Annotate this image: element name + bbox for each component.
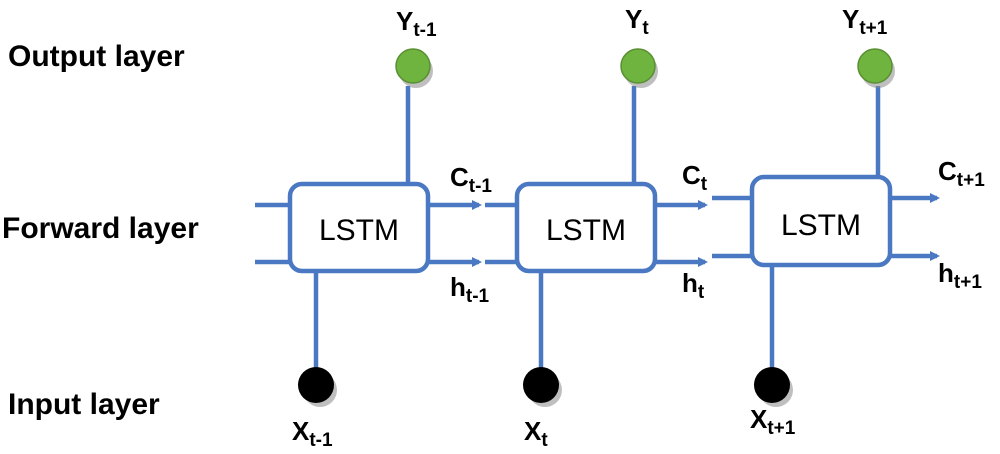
c-label-2: Ct <box>682 160 708 195</box>
lstm-box-3 <box>749 174 893 268</box>
h-label-2: ht <box>682 268 705 303</box>
y-label-2: Yt <box>625 4 649 39</box>
lstm-box-1 <box>287 181 431 274</box>
h-label-3: ht+1 <box>938 258 982 293</box>
x-label-1: Xt-1 <box>292 416 333 451</box>
lstm-cell-1: LSTM Yt-1 Xt-1 Ct-1 ht-1 <box>287 6 492 451</box>
forward-layer-label: Forward layer <box>2 212 199 245</box>
y-label-1: Yt-1 <box>396 6 437 41</box>
input-layer-label: Input layer <box>8 388 160 421</box>
output-node-1 <box>395 48 431 84</box>
lstm-label-3: LSTM <box>781 209 861 242</box>
output-node-2 <box>620 48 656 84</box>
x-label-2: Xt <box>524 416 548 451</box>
lstm-label-2: LSTM <box>546 214 626 247</box>
c-label-1: Ct-1 <box>450 162 492 197</box>
input-node-1 <box>298 367 334 403</box>
input-node-3 <box>754 367 790 403</box>
output-layer-label: Output layer <box>8 40 185 73</box>
y-label-3: Yt+1 <box>842 4 888 39</box>
h-label-1: ht-1 <box>450 272 490 307</box>
lstm-box-2 <box>514 181 658 274</box>
lstm-cell-3: LSTM Yt+1 Xt+1 Ct+1 ht+1 <box>712 4 985 439</box>
output-node-3 <box>857 48 893 84</box>
lstm-label-1: LSTM <box>319 214 399 247</box>
x-label-3: Xt+1 <box>750 404 796 439</box>
lstm-cell-2: LSTM Yt Xt Ct ht <box>485 4 708 451</box>
input-node-2 <box>523 367 559 403</box>
c-label-3: Ct+1 <box>938 156 985 191</box>
